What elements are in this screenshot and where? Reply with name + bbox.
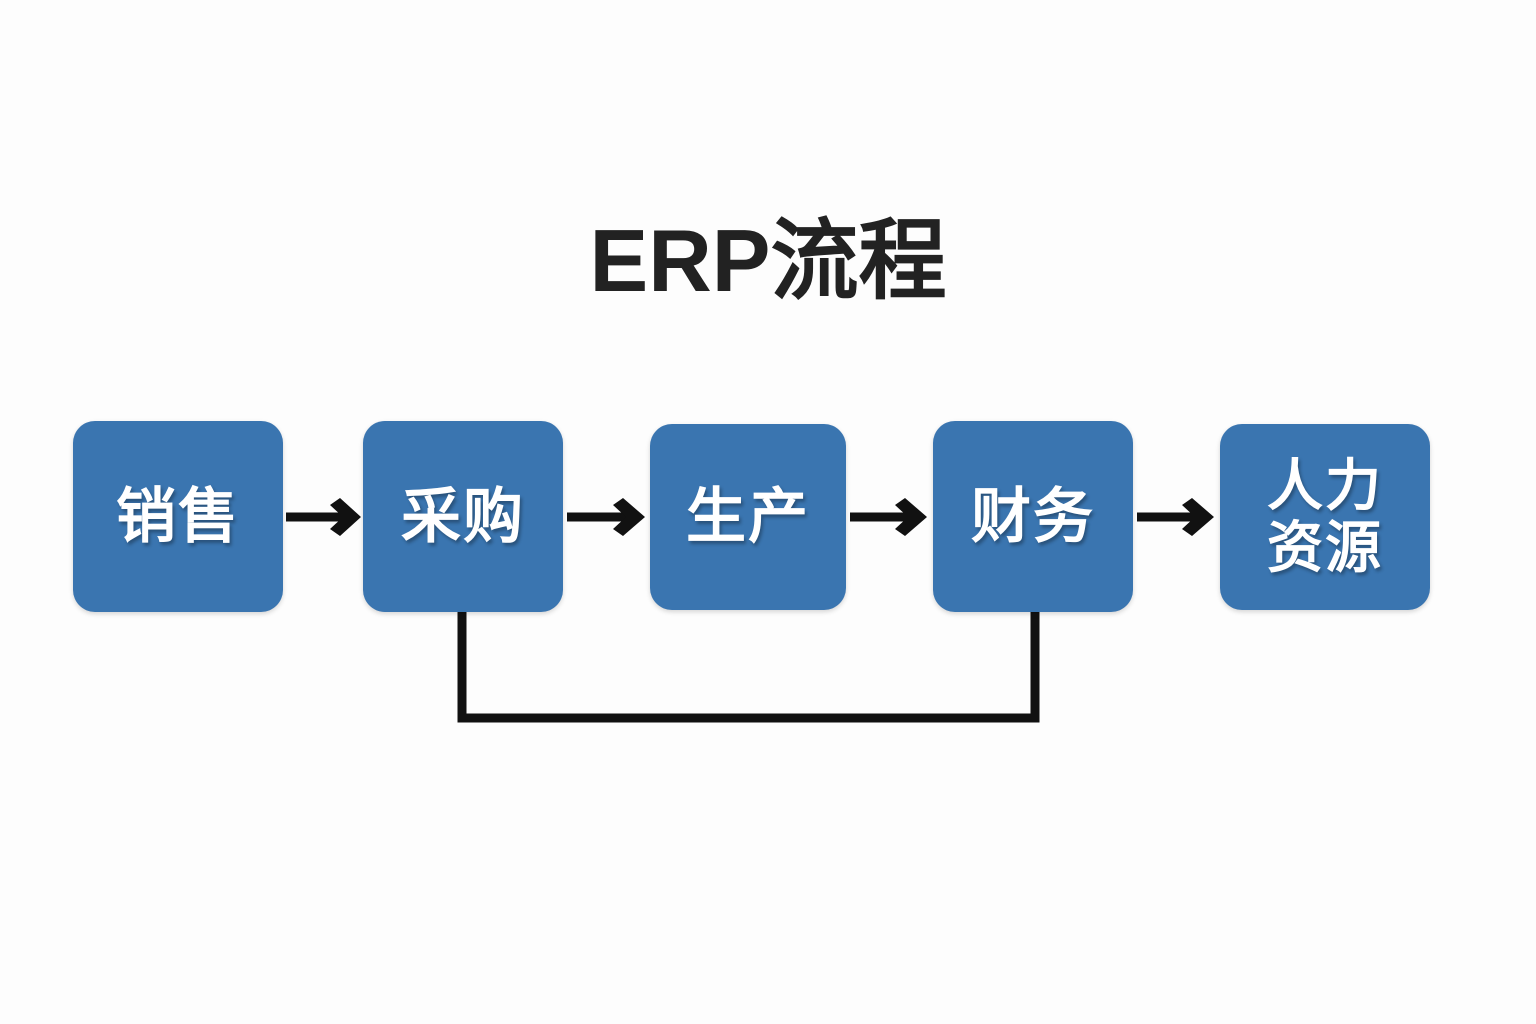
node-production[interactable]: 生产 bbox=[650, 424, 846, 610]
edge-purchasing-to-production bbox=[567, 498, 645, 536]
node-finance-label: 财务 bbox=[971, 482, 1095, 550]
node-purchasing[interactable]: 采购 bbox=[363, 421, 563, 612]
node-human-resources[interactable]: 人力 资源 bbox=[1220, 424, 1430, 610]
node-human-resources-label: 人力 资源 bbox=[1267, 454, 1383, 579]
edge-production-to-finance bbox=[850, 498, 927, 536]
edge-finance-to-hr bbox=[1137, 498, 1214, 536]
page-title: ERP流程 bbox=[589, 211, 947, 310]
node-sales[interactable]: 销售 bbox=[73, 421, 283, 612]
edge-finance-to-purchasing-feedback bbox=[457, 612, 1040, 723]
edge-sales-to-purchasing bbox=[286, 498, 361, 536]
node-sales-label: 销售 bbox=[116, 482, 240, 550]
node-finance[interactable]: 财务 bbox=[933, 421, 1133, 612]
node-purchasing-label: 采购 bbox=[401, 482, 525, 550]
node-production-label: 生产 bbox=[686, 483, 810, 550]
